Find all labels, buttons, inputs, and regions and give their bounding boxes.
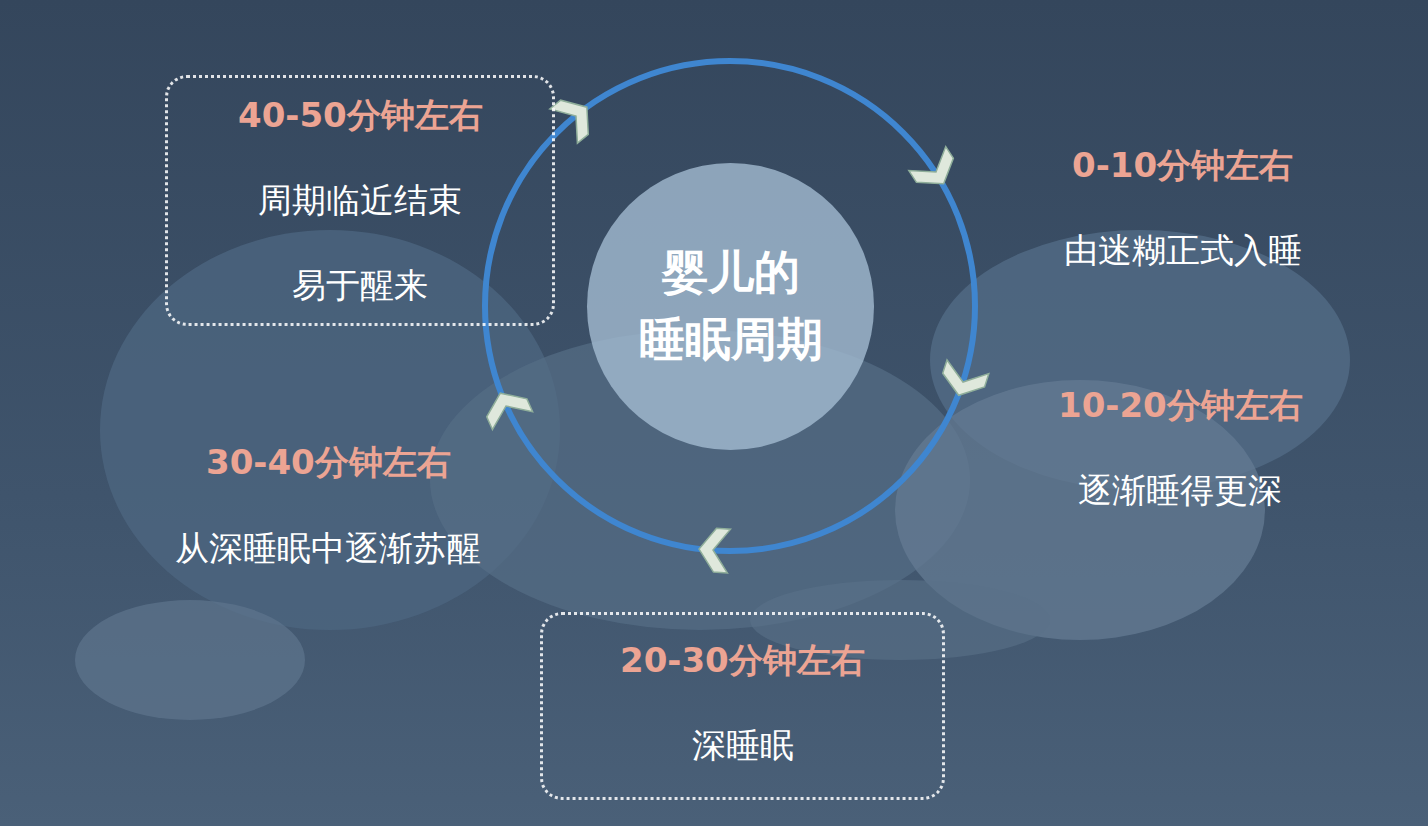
stage-desc: 逐渐睡得更深 xyxy=(1078,470,1282,511)
cycle-chevron xyxy=(480,384,532,429)
stage-time: 20-30分钟左右 xyxy=(620,640,865,681)
stage-desc: 深睡眠 xyxy=(692,725,794,766)
stage-box: 40-50分钟左右周期临近结束易于醒来 xyxy=(165,75,555,326)
cycle-chevron xyxy=(550,90,601,143)
baby-foot xyxy=(75,600,305,720)
stage-time: 0-10分钟左右 xyxy=(1072,145,1293,186)
stage-desc: 易于醒来 xyxy=(292,265,428,306)
stage-time: 10-20分钟左右 xyxy=(1058,385,1303,426)
stage-time: 30-40分钟左右 xyxy=(206,442,451,483)
stage-time: 40-50分钟左右 xyxy=(238,95,483,136)
cycle-chevron xyxy=(697,527,730,573)
cycle-chevron xyxy=(909,147,962,196)
stage-desc: 周期临近结束 xyxy=(258,180,462,221)
cycle-circle xyxy=(485,61,975,551)
center-circle: 婴儿的 睡眠周期 xyxy=(587,163,874,450)
stage-desc: 从深睡眠中逐渐苏醒 xyxy=(175,528,481,569)
cycle-chevron xyxy=(938,360,989,402)
stage-box: 20-30分钟左右深睡眠 xyxy=(540,612,945,800)
stage-desc: 由迷糊正式入睡 xyxy=(1064,230,1302,271)
center-title: 婴儿的 睡眠周期 xyxy=(636,239,826,372)
